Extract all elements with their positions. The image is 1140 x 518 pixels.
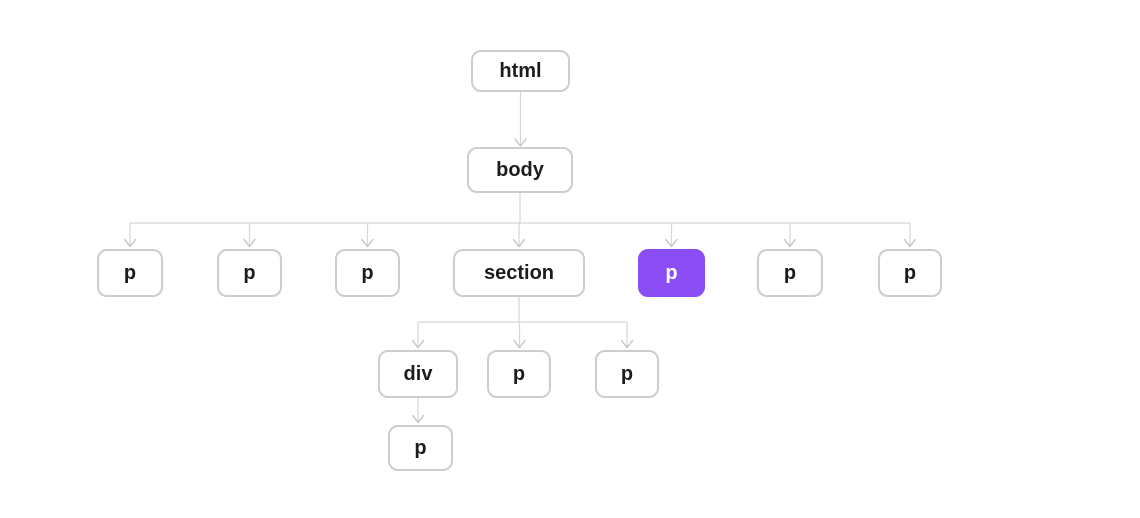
tree-node-p-9[interactable]: p	[388, 425, 453, 471]
tree-node-body[interactable]: body	[467, 147, 573, 193]
tree-node-p-4-selected[interactable]: p	[638, 249, 705, 297]
tree-node-p-7[interactable]: p	[487, 350, 551, 398]
tree-node-div[interactable]: div	[378, 350, 458, 398]
arrowheads	[123, 138, 917, 424]
tree-node-p-1[interactable]: p	[97, 249, 163, 297]
tree-node-html[interactable]: html	[471, 50, 570, 92]
tree-node-p-6[interactable]: p	[878, 249, 942, 297]
tree-node-p-3[interactable]: p	[335, 249, 400, 297]
tree-node-section[interactable]: section	[453, 249, 585, 297]
tree-node-p-8[interactable]: p	[595, 350, 659, 398]
tree-node-p-5[interactable]: p	[757, 249, 823, 297]
tree-node-p-2[interactable]: p	[217, 249, 282, 297]
